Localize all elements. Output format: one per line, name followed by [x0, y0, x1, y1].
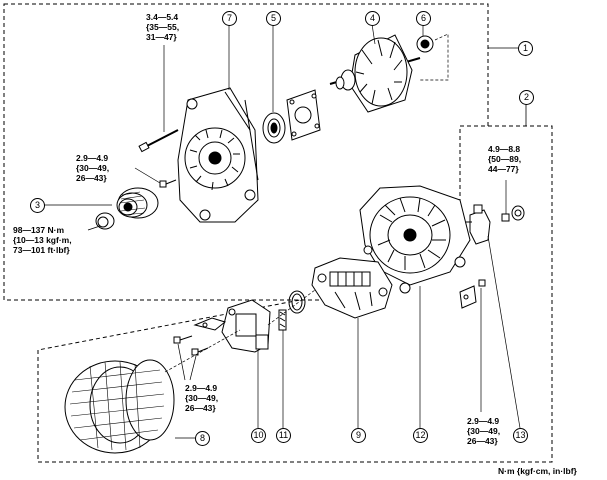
torque-line: 31—47}	[146, 32, 177, 42]
torque-line: 26—43}	[185, 403, 216, 413]
rear-bearing	[416, 35, 434, 53]
b-terminal	[466, 204, 491, 245]
torque-line: 26—43}	[467, 436, 498, 446]
leader-screws-reg-a	[177, 343, 186, 381]
assembly-guide-stator	[164, 329, 241, 373]
callout-11: 11	[276, 428, 291, 443]
torque-line: 26—43}	[76, 173, 107, 183]
callout-4: 4	[365, 11, 380, 26]
torque-line: 44—77}	[488, 164, 519, 174]
through-bolt	[138, 129, 179, 153]
leader-4	[371, 23, 376, 45]
pulley	[116, 187, 159, 219]
rotor	[329, 34, 421, 113]
bearing-retainer-plate	[286, 89, 321, 141]
stator	[64, 359, 175, 454]
torque-line: 4.9—8.8	[488, 144, 521, 154]
callout-2: 2	[519, 90, 534, 105]
rear-housing	[359, 185, 471, 294]
torque-line: {30—49,	[467, 426, 501, 436]
torque-label-bolt-top: 3.4—5.4 {35—55, 31—47}	[146, 12, 179, 42]
terminal-nut	[501, 205, 525, 222]
brush-spring	[278, 309, 287, 331]
torque-line: {10—13 kgf·m,	[13, 235, 72, 245]
torque-line: 98—137 N·m	[13, 225, 65, 235]
torque-line: {30—49,	[185, 393, 219, 403]
callout-8: 8	[195, 431, 210, 446]
callout-6: 6	[416, 11, 431, 26]
torque-line: 2.9—4.9	[76, 153, 109, 163]
leader-screws-reg-b	[189, 355, 197, 381]
callout-5: 5	[266, 11, 281, 26]
torque-line: {50—89,	[488, 154, 522, 164]
torque-label-terminal: 4.9—8.8 {50—89, 44—77}	[488, 144, 521, 174]
callout-10: 10	[251, 428, 266, 443]
callout-12: 12	[413, 428, 428, 443]
callout-7: 7	[222, 11, 237, 26]
torque-label-pulley-nut: 98—137 N·m {10—13 kgf·m, 73—101 ft·lbf}	[13, 225, 72, 255]
seal-ring	[288, 290, 306, 314]
torque-label-regulator-screws: 2.9—4.9 {30—49, 26—43}	[185, 383, 218, 413]
pulley-nut	[95, 212, 115, 230]
torque-label-bottom-screws: 2.9—4.9 {30—49, 26—43}	[467, 416, 500, 446]
leader-bolt-left	[134, 167, 161, 184]
torque-label-bolt-left: 2.9—4.9 {30—49, 26—43}	[76, 153, 109, 183]
callout-3: 3	[30, 198, 45, 213]
torque-line: {35—55,	[146, 22, 180, 32]
group-1-boundary	[3, 3, 489, 301]
regulator-screws	[173, 335, 209, 356]
assembly-guide-regulator	[267, 289, 316, 326]
torque-line: 2.9—4.9	[467, 416, 500, 426]
torque-line: 73—101 ft·lbf}	[13, 245, 70, 255]
pulley-side-bolt	[159, 179, 177, 188]
rear-bearing-dashed-guide	[420, 33, 449, 81]
torque-line: 3.4—5.4	[146, 12, 179, 22]
front-bearing	[262, 112, 286, 144]
unit-note: N·m {kgf·cm, in·lbf}	[498, 466, 577, 476]
torque-line: {30—49,	[76, 163, 110, 173]
callout-9: 9	[351, 428, 366, 443]
torque-line: 2.9—4.9	[185, 383, 218, 393]
callout-1: 1	[518, 41, 533, 56]
voltage-regulator	[193, 299, 271, 353]
leader-13	[487, 235, 521, 429]
callout-13: 13	[513, 428, 528, 443]
leader-nut	[87, 225, 101, 231]
front-housing	[177, 87, 259, 223]
rectifier	[311, 257, 393, 319]
terminal-plate	[459, 279, 486, 309]
